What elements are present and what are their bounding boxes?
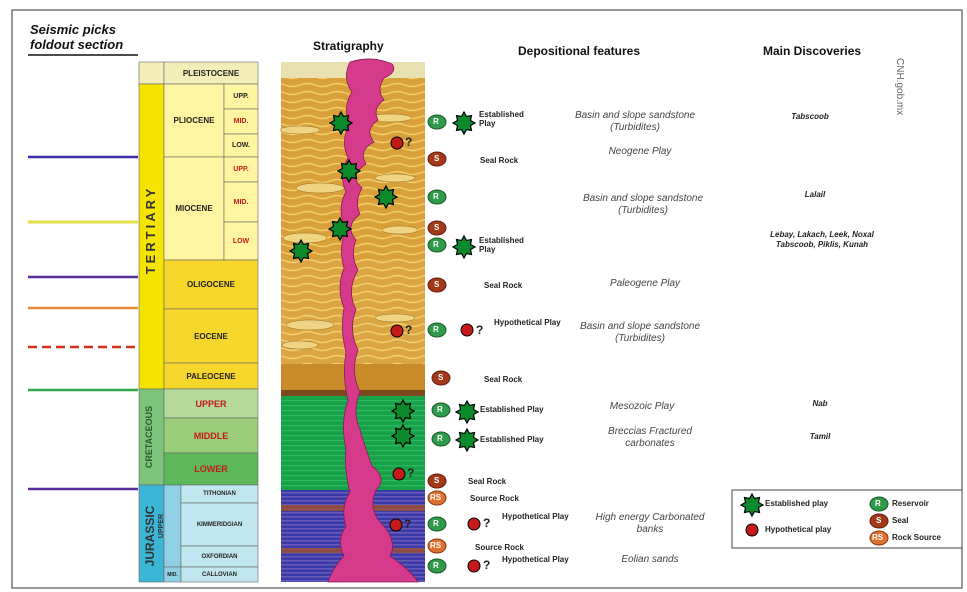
reservoir-badge [427, 237, 447, 253]
established-marker [451, 110, 477, 136]
established-marker [390, 423, 416, 449]
reservoir-badge [431, 431, 451, 447]
legend-reservoir-icon [869, 496, 889, 512]
play-established-markers [451, 110, 480, 453]
reservoir-badge [427, 322, 447, 338]
established-marker [327, 216, 353, 242]
figure-frame [11, 9, 963, 589]
column-established-markers [288, 110, 416, 449]
reservoir-badge [427, 189, 447, 205]
established-marker [454, 427, 480, 453]
rock-source-badge [427, 490, 447, 506]
established-marker [454, 399, 480, 425]
seal-badge [427, 151, 447, 167]
legend-established-icon [739, 492, 765, 518]
reservoir-badge [427, 114, 447, 130]
established-marker [390, 398, 416, 424]
play-hypothetical-markers [460, 323, 481, 573]
seal-badge [427, 473, 447, 489]
legend-hypothetical-icon [745, 523, 759, 537]
established-marker [336, 158, 362, 184]
seal-badge [431, 370, 451, 386]
hypothetical-marker [390, 324, 404, 338]
rock-source-badge [427, 538, 447, 554]
established-marker [288, 238, 314, 264]
column-hypothetical-markers [389, 136, 406, 532]
jurassic-era-cell [138, 484, 165, 583]
salt-diapir [327, 58, 419, 583]
hypothetical-marker [390, 136, 404, 150]
reservoir-badge [431, 402, 451, 418]
hypothetical-marker [392, 467, 406, 481]
hypothetical-marker [467, 559, 481, 573]
seal-badge [427, 277, 447, 293]
reservoir-badge [427, 558, 447, 574]
legend-seal-icon [869, 513, 889, 529]
established-marker [373, 184, 399, 210]
hypothetical-marker [389, 518, 403, 532]
hypothetical-marker [460, 323, 474, 337]
legend-rock-source-icon [869, 530, 889, 546]
established-marker [451, 234, 477, 260]
tertiary-era-cell [138, 83, 165, 390]
reservoir-badge [427, 516, 447, 532]
hypothetical-marker [467, 517, 481, 531]
cretaceous-era-cell [138, 388, 165, 486]
established-marker [328, 110, 354, 136]
legend-box [731, 489, 963, 549]
badge-column [427, 114, 451, 574]
seal-badge [427, 220, 447, 236]
sand-lenses [279, 113, 419, 350]
